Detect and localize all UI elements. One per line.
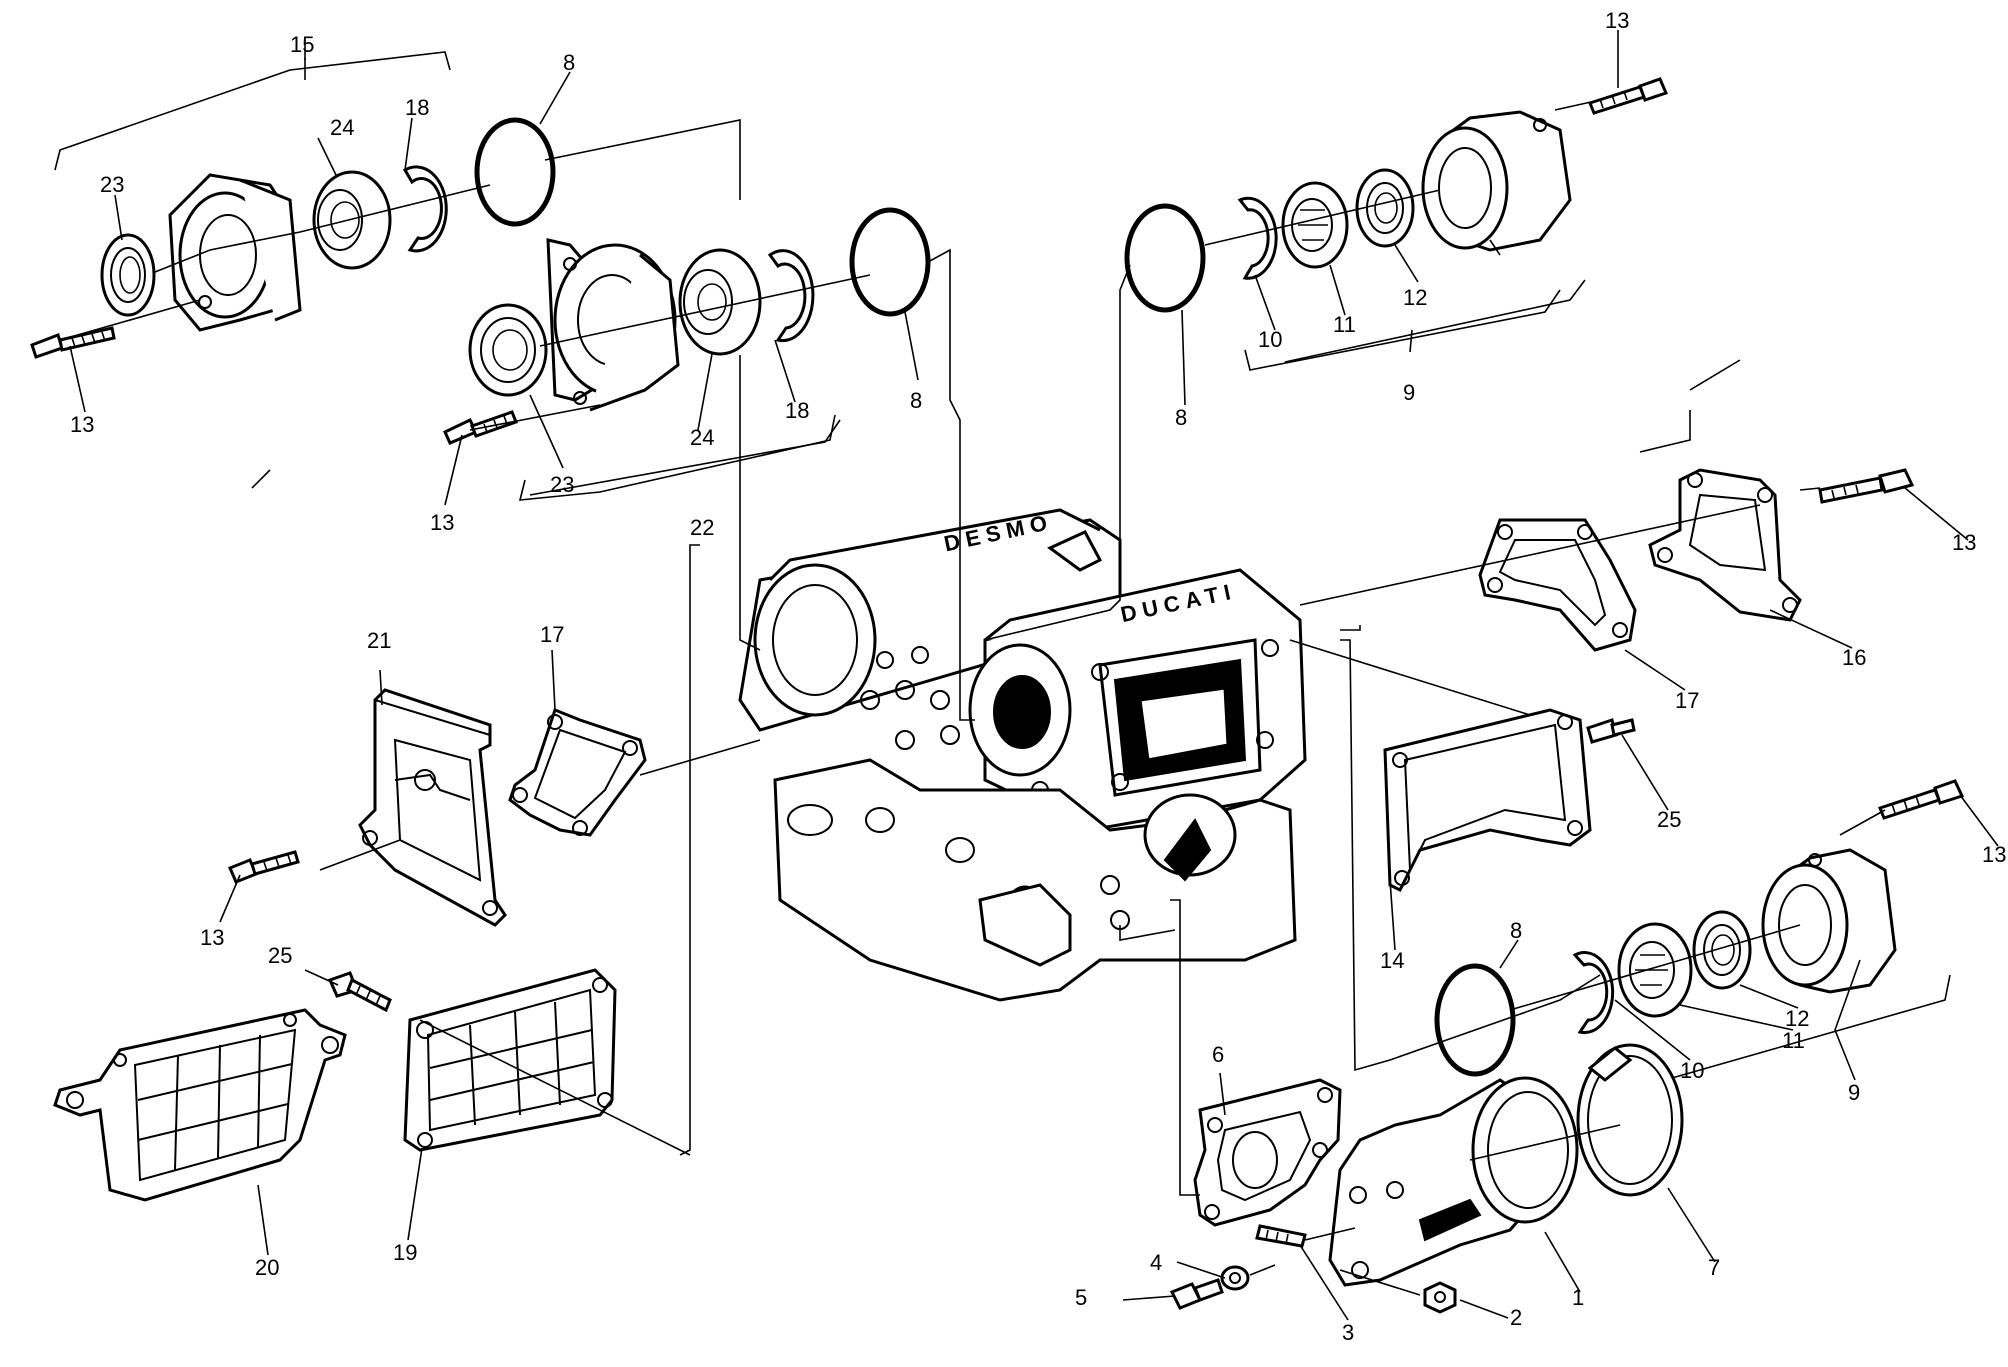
callout-5: 5 — [1075, 1285, 1087, 1310]
callout-13-middle: 13 — [430, 510, 454, 535]
callout-10-lower: 10 — [1680, 1058, 1704, 1083]
callout-8-lower-right: 8 — [1510, 918, 1522, 943]
callout-25-left: 25 — [268, 943, 292, 968]
callout-21: 21 — [367, 628, 391, 653]
screw-13-right-lower — [1878, 779, 1965, 820]
callout-9-upper: 9 — [1403, 380, 1415, 405]
bearing-support-15 — [168, 173, 302, 332]
o-ring-8-lower-right — [1434, 963, 1516, 1077]
ball-bearing-24-upper — [312, 170, 392, 270]
callout-11-lower: 11 — [1782, 1028, 1805, 1053]
grille-19 — [403, 968, 617, 1152]
callout-19: 19 — [393, 1240, 417, 1265]
oil-seal-12-upper — [1355, 168, 1415, 248]
circlip-18-upper — [402, 165, 448, 253]
bolt-5 — [1169, 1278, 1224, 1310]
gasket-6 — [1193, 1078, 1342, 1227]
screw-13-right-upper — [1818, 468, 1915, 504]
grille-20 — [53, 1008, 347, 1202]
cover-16 — [1648, 468, 1802, 622]
bracket-group-15 — [54, 51, 451, 171]
callout-15: 15 — [290, 32, 314, 57]
circlip-10-upper — [1237, 196, 1278, 280]
washer-4 — [1220, 1265, 1250, 1291]
screw-13-left-lower — [228, 850, 300, 884]
cylinder-head-rear: DESMO — [738, 508, 1122, 750]
callout-14: 14 — [1380, 948, 1404, 973]
callout-2: 2 — [1510, 1305, 1522, 1330]
gasket-17-left — [508, 708, 647, 837]
callout-7: 7 — [1708, 1255, 1720, 1280]
screw-25-right — [1586, 718, 1636, 744]
callout-11-upper: 11 — [1333, 312, 1356, 337]
callout-18-upper: 18 — [405, 95, 429, 120]
callout-labels: 15 23 24 18 8 13 13 13 23 22 24 18 8 8 1… — [70, 8, 2006, 1345]
callout-1: 1 — [1572, 1285, 1584, 1310]
callout-4: 4 — [1150, 1250, 1162, 1275]
callout-23-middle: 23 — [550, 472, 574, 497]
callout-13-upper-left: 13 — [70, 412, 94, 437]
callout-17-right: 17 — [1675, 688, 1699, 713]
oil-seal-12-lower — [1692, 910, 1752, 990]
o-ring-8-middle — [849, 207, 931, 317]
callout-16: 16 — [1842, 645, 1866, 670]
callout-23-upper: 23 — [100, 172, 124, 197]
callout-3: 3 — [1342, 1320, 1354, 1345]
roller-bearing-11-lower — [1617, 922, 1693, 1018]
callout-24-upper: 24 — [330, 115, 354, 140]
callout-13-top-right: 13 — [1605, 8, 1629, 33]
bearing-support-22 — [546, 238, 680, 412]
intake-manifold-1 — [1328, 1076, 1579, 1287]
screw-13-middle — [443, 410, 518, 445]
bearing-housing-9-upper — [1421, 110, 1572, 252]
callout-13-right-upper: 13 — [1952, 530, 1976, 555]
stud-3 — [1255, 1224, 1307, 1248]
gasket-17-right — [1478, 518, 1637, 652]
circlip-18-middle — [767, 249, 815, 343]
callout-22: 22 — [690, 515, 714, 540]
callout-13-left-lower: 13 — [200, 925, 224, 950]
circlip-10-lower — [1572, 951, 1615, 1035]
callout-leaders — [69, 30, 1999, 1321]
callout-12-lower: 12 — [1785, 1006, 1809, 1031]
callout-25-right: 25 — [1657, 807, 1681, 832]
o-ring-8-upper-right — [1124, 203, 1206, 313]
nut-2 — [1423, 1281, 1457, 1314]
callout-20: 20 — [255, 1255, 279, 1280]
ball-bearing-24-middle — [678, 248, 762, 356]
o-ring-8-upper-left — [474, 117, 556, 227]
cover-21 — [358, 688, 507, 927]
roller-bearing-11-upper — [1281, 181, 1349, 269]
callout-13-right-lower: 13 — [1982, 842, 2006, 867]
callout-17-left: 17 — [540, 622, 564, 647]
callout-8-upper-left: 8 — [563, 50, 575, 75]
callout-6: 6 — [1212, 1042, 1224, 1067]
screw-25-left — [327, 971, 392, 1013]
screw-13-upper-left — [30, 326, 116, 359]
callout-8-upper-right: 8 — [1175, 405, 1187, 430]
cover-14 — [1383, 708, 1592, 893]
bearing-housing-9-lower — [1761, 848, 1897, 994]
callout-9-lower: 9 — [1848, 1080, 1860, 1105]
oil-seal-23-upper — [100, 233, 156, 317]
cylinder-head-front: DUCATI — [968, 568, 1307, 832]
oil-seal-23-middle — [468, 303, 548, 397]
callout-12-upper: 12 — [1403, 285, 1427, 310]
callout-24-middle: 24 — [690, 425, 714, 450]
cylinder-block-lower — [773, 758, 1297, 1002]
screw-13-upper-right — [1588, 77, 1669, 115]
callout-18-middle: 18 — [785, 398, 809, 423]
callout-8-middle: 8 — [910, 388, 922, 413]
hose-clamp-7 — [1576, 1043, 1684, 1197]
callout-10-upper: 10 — [1258, 327, 1282, 352]
